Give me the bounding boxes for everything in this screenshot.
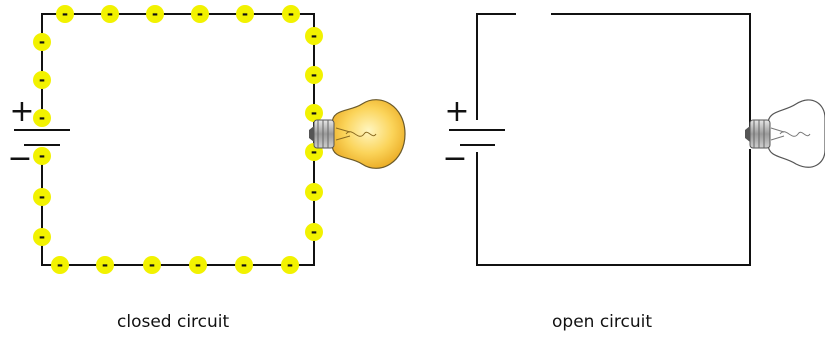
electron: - [189,256,207,274]
electron: - [235,256,253,274]
closed-circuit: + − ------------------------ [7,5,406,274]
svg-text:-: - [62,5,68,23]
svg-text:-: - [311,143,317,161]
svg-text:-: - [287,256,293,274]
electron: - [96,256,114,274]
battery-minus-sign: − [7,141,32,176]
electron: - [101,5,119,23]
electron: - [143,256,161,274]
battery-minus-sign: − [442,141,467,176]
electron: - [305,27,323,45]
svg-text:-: - [311,104,317,122]
svg-text:-: - [288,5,294,23]
svg-text:-: - [311,66,317,84]
electron: - [33,109,51,127]
svg-text:-: - [195,256,201,274]
electron: - [33,228,51,246]
svg-text:-: - [39,188,45,206]
svg-text:-: - [39,109,45,127]
electron: - [191,5,209,23]
electron: - [281,256,299,274]
svg-text:-: - [149,256,155,274]
svg-text:-: - [242,5,248,23]
electron: - [33,71,51,89]
closed-battery: + − [7,94,70,176]
svg-text:-: - [311,27,317,45]
electron: - [305,66,323,84]
electrons: ------------------------ [33,5,323,274]
svg-text:-: - [57,256,63,274]
svg-text:-: - [39,33,45,51]
svg-text:-: - [102,256,108,274]
closed-circuit-caption: closed circuit [117,312,230,332]
svg-text:-: - [152,5,158,23]
open-circuit-caption: open circuit [552,312,653,332]
electron: - [305,104,323,122]
svg-text:-: - [311,183,317,201]
closed-wire [41,13,315,266]
electron: - [33,147,51,165]
svg-text:-: - [39,147,45,165]
electron: - [236,5,254,23]
battery-plus-sign: + [9,94,34,129]
svg-text:-: - [39,71,45,89]
electron: - [33,33,51,51]
open-battery: + − [442,94,505,176]
svg-text:-: - [107,5,113,23]
unlit-bulb-icon [745,99,825,168]
electron: - [305,183,323,201]
open-wire [476,13,751,266]
battery-plus-sign: + [444,94,469,129]
svg-text:-: - [197,5,203,23]
lit-bulb-icon [309,99,406,169]
open-circuit: + − [442,13,825,266]
electron: - [56,5,74,23]
electron: - [305,223,323,241]
svg-text:-: - [39,228,45,246]
electron: - [51,256,69,274]
svg-text:-: - [241,256,247,274]
svg-text:-: - [311,223,317,241]
electron: - [33,188,51,206]
electron: - [146,5,164,23]
electron: - [282,5,300,23]
